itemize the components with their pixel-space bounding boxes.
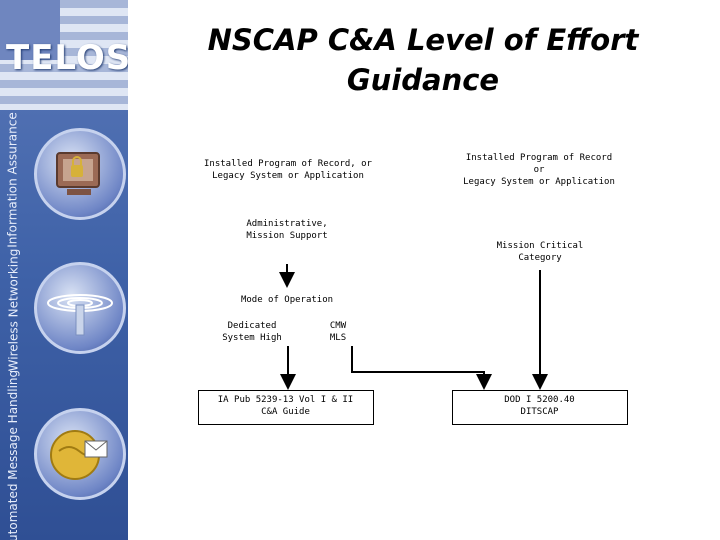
computer-lock-icon xyxy=(34,128,126,220)
telos-logo: TELOS xyxy=(6,38,128,78)
ia-pub-box: IA Pub 5239-13 Vol I & II C&A Guide xyxy=(198,390,374,425)
arrow-to-dod xyxy=(351,346,492,390)
left-category-label: Administrative, Mission Support xyxy=(246,219,328,241)
mode-left-label: Dedicated System High xyxy=(222,321,282,343)
mode-title: Mode of Operation xyxy=(240,295,334,305)
mode-right-label: CMW MLS xyxy=(329,321,347,343)
page-title: NSCAP C&A Level of Effort Guidance xyxy=(207,23,639,97)
ia-pub-text: IA Pub 5239-13 Vol I & II C&A Guide xyxy=(217,395,354,417)
globe-message-icon xyxy=(34,408,126,500)
flag-graphic xyxy=(0,0,128,110)
right-category-label: Mission Critical Category xyxy=(496,241,584,263)
sidebar: TELOS Information Assurance Wireless Net… xyxy=(0,0,128,540)
left-top-label: Installed Program of Record, or Legacy S… xyxy=(204,159,372,181)
right-top-label: Installed Program of Record or Legacy Sy… xyxy=(463,153,615,187)
wireless-antenna-icon xyxy=(34,262,126,354)
dod-text: DOD I 5200.40 DITSCAP xyxy=(504,395,575,417)
dod-box: DOD I 5200.40 DITSCAP xyxy=(452,390,628,425)
